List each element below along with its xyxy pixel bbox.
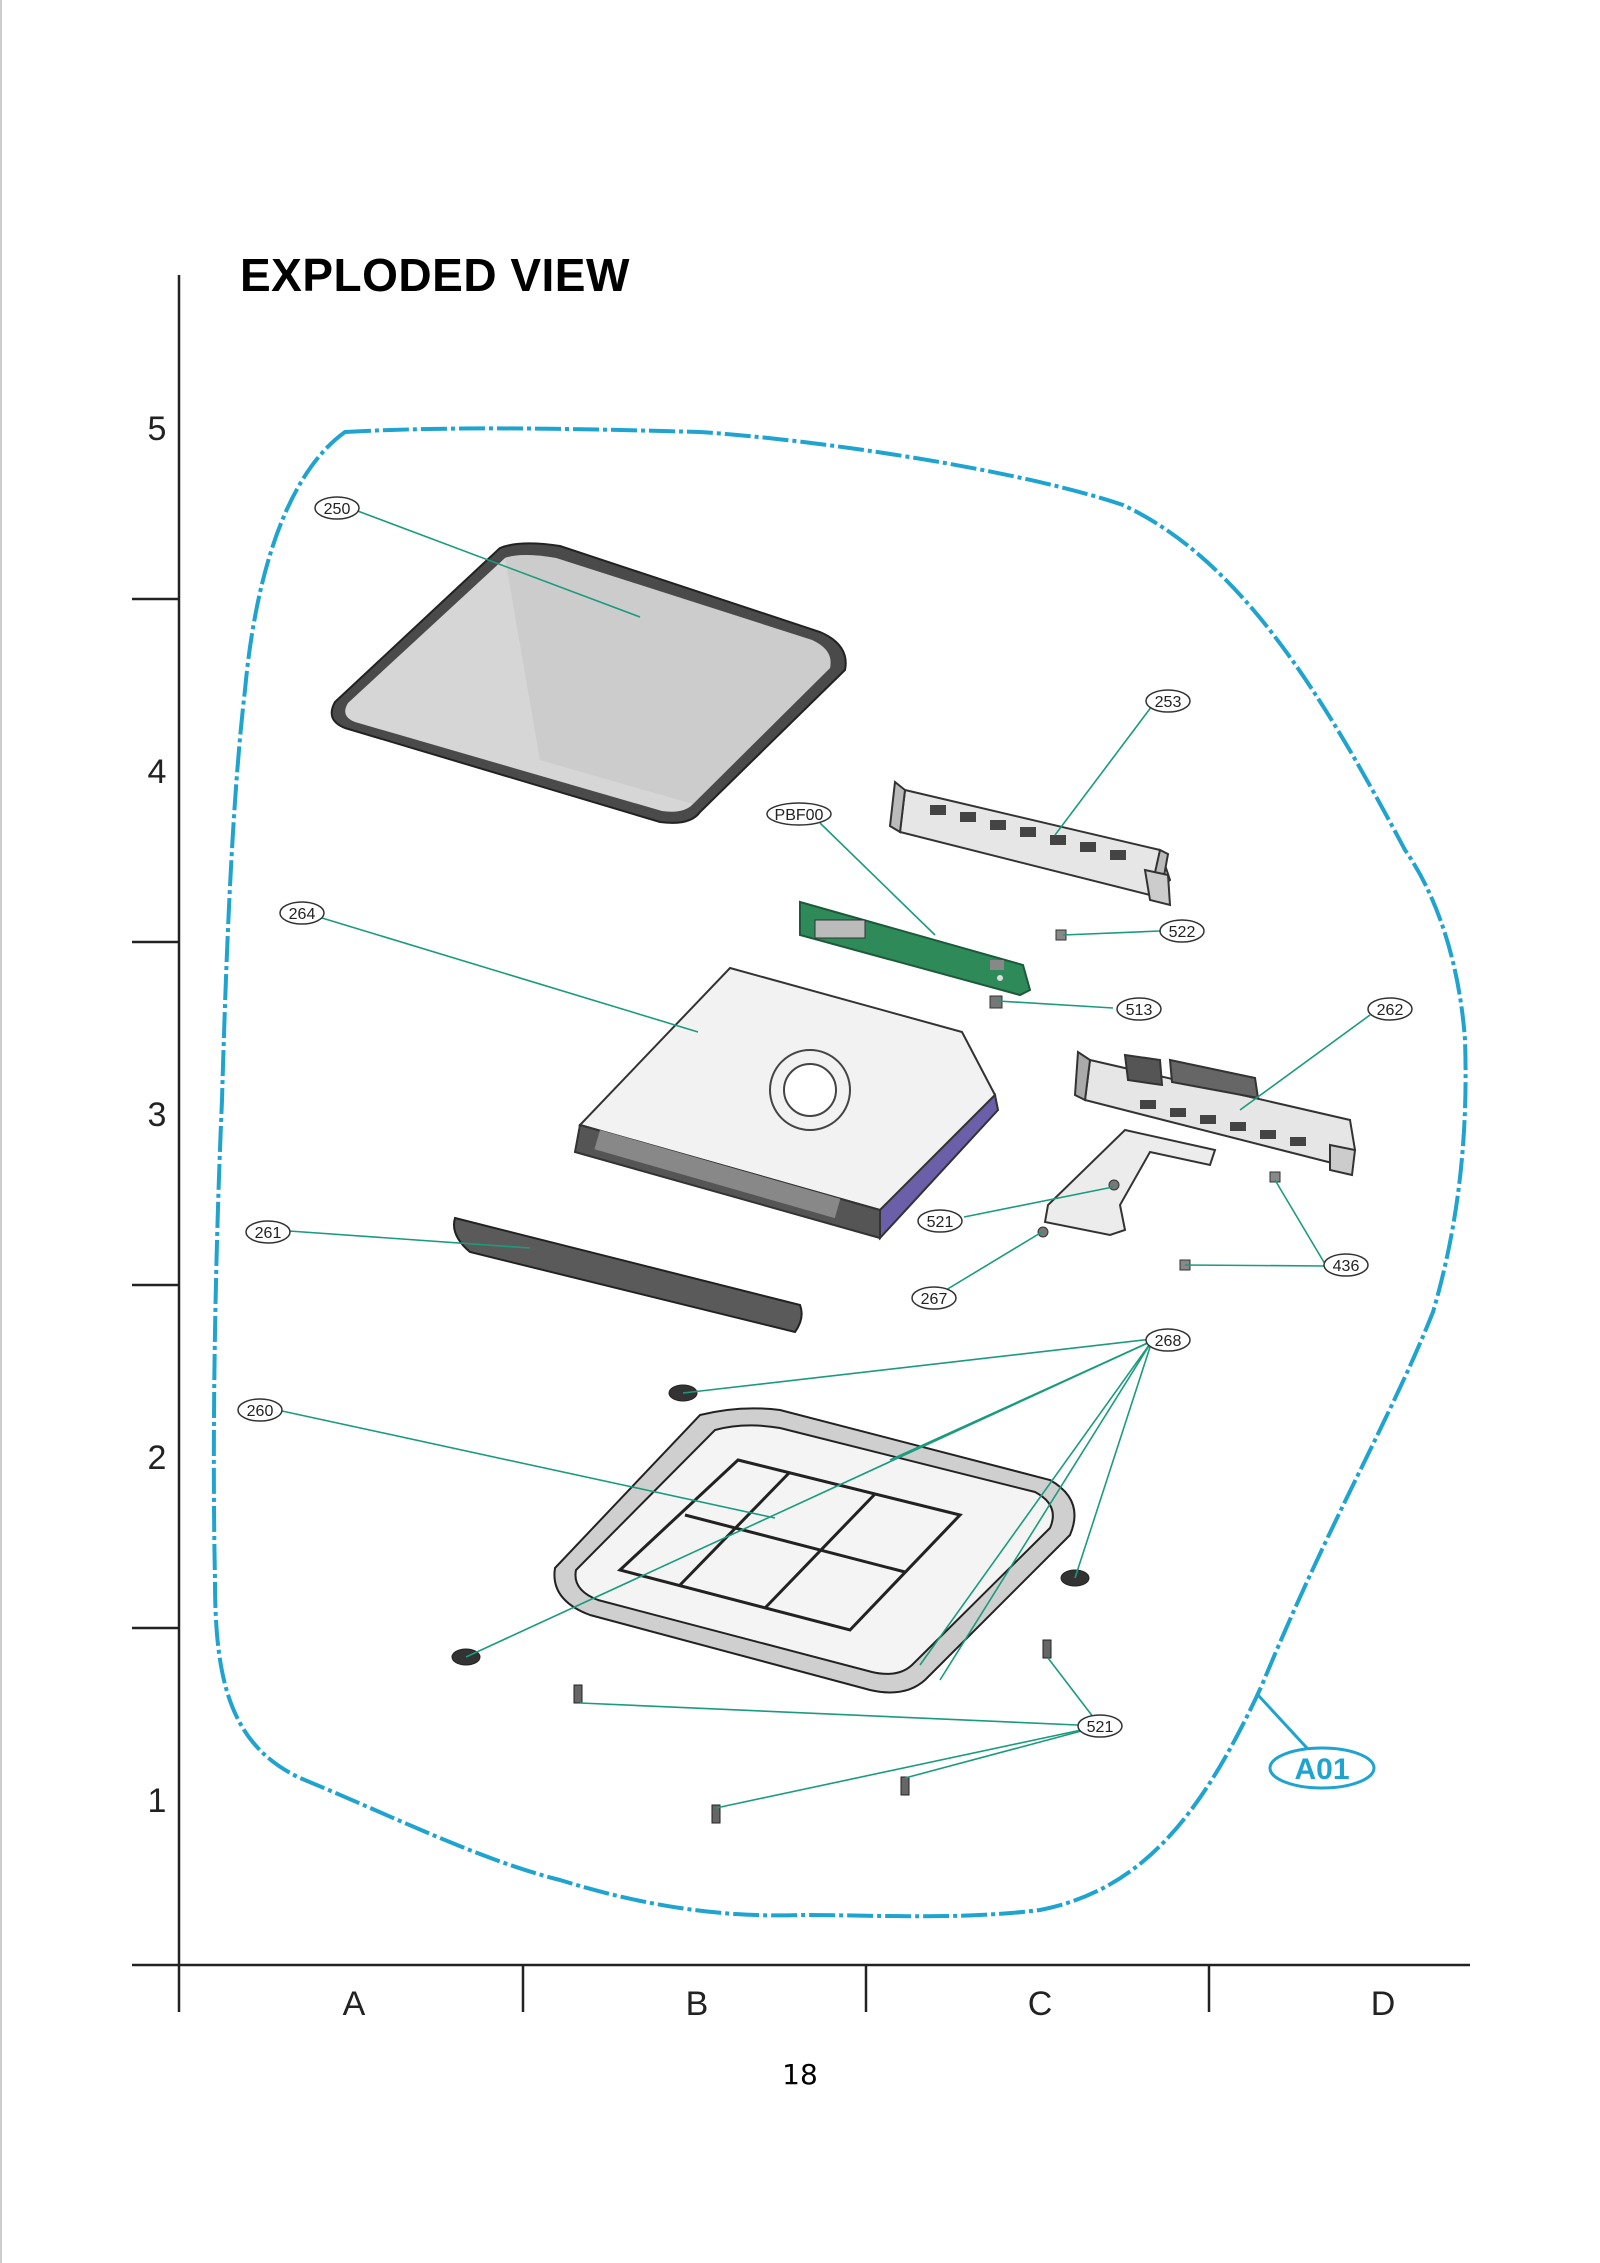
callout-261-label: 261 [255, 1225, 282, 1242]
page-number: 18 [782, 2058, 818, 2091]
grid-row-label: 4 [148, 753, 167, 791]
grid-col-label: B [686, 1985, 709, 2023]
part-pbf00-pcb [799, 900, 1032, 997]
grid-frame [132, 275, 1470, 2012]
callout-267-label: 267 [921, 1291, 948, 1308]
callout-253: 253 [1145, 689, 1191, 713]
callout-pbf00-label: PBF00 [775, 807, 824, 824]
callout-267: 267 [911, 1286, 957, 1310]
callout-521-upper: 521 [917, 1209, 963, 1233]
part-253-upper-bracket [888, 780, 1172, 907]
callout-436: 436 [1323, 1253, 1369, 1277]
callout-268-label: 268 [1155, 1333, 1182, 1350]
part-267-screw [1037, 1226, 1049, 1238]
assembly-label-badge [1268, 1746, 1376, 1790]
callout-436-label: 436 [1333, 1258, 1360, 1275]
part-250-top-cover [330, 542, 847, 824]
grid-row-label: 5 [148, 410, 167, 448]
callout-pbf00: PBF00 [766, 802, 832, 826]
callout-260-label: 260 [247, 1403, 274, 1420]
callout-268: 268 [1145, 1328, 1191, 1352]
part-521-screw [1108, 1179, 1120, 1191]
grid-col-label: A [343, 1985, 366, 2023]
part-264-optical-drive [573, 966, 1000, 1241]
part-260-base-housing [553, 1407, 1076, 1694]
callout-513: 513 [1116, 997, 1162, 1021]
grid-col-label: D [1371, 1985, 1396, 2023]
callout-250: 250 [314, 496, 360, 520]
callout-521-lower-label: 521 [1087, 1719, 1114, 1736]
callout-521-upper-label: 521 [927, 1214, 954, 1231]
callout-522-label: 522 [1169, 924, 1196, 941]
assembly-label: A01 [1294, 1753, 1349, 1786]
callout-leader-lines [281, 509, 1371, 1809]
assembly-outline [211, 426, 1468, 1919]
part-513-connector [989, 995, 1003, 1009]
part-521-screws [573, 1639, 1052, 1824]
callout-262-label: 262 [1377, 1002, 1404, 1019]
part-261-front-bezel [453, 1216, 803, 1334]
callout-260: 260 [237, 1398, 283, 1422]
callout-261: 261 [245, 1220, 291, 1244]
part-436-clip [1269, 1171, 1281, 1183]
callout-253-label: 253 [1155, 694, 1182, 711]
grid-row-label: 3 [148, 1096, 167, 1134]
callout-264-label: 264 [289, 906, 316, 923]
callouts: 250 253 PBF00 264 522 513 [237, 496, 1413, 1738]
grid-col-label: C [1028, 1985, 1053, 2023]
callout-522: 522 [1159, 919, 1205, 943]
callout-264: 264 [279, 901, 325, 925]
part-262-lower-bracket [1073, 1050, 1357, 1177]
page-title: EXPLODED VIEW [240, 249, 630, 301]
grid-row-label: 2 [148, 1439, 167, 1477]
grid-labels: 5 4 3 2 1 A B C D [148, 410, 1396, 2023]
callout-262: 262 [1367, 997, 1413, 1021]
callout-513-label: 513 [1126, 1002, 1153, 1019]
callout-521-lower: 521 [1077, 1714, 1123, 1738]
grid-row-label: 1 [148, 1782, 167, 1820]
part-267-mount-bracket [1043, 1128, 1217, 1237]
callout-250-label: 250 [324, 501, 351, 518]
